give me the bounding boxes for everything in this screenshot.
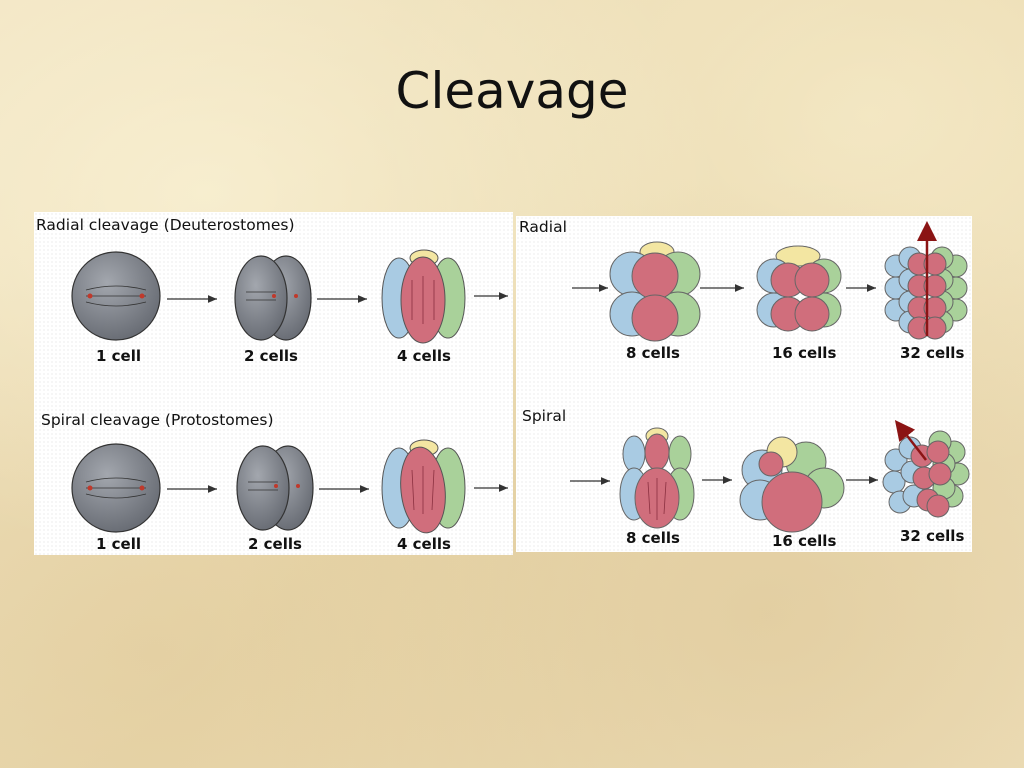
radial-1-cell-zygote	[72, 252, 160, 340]
spiral-2-cell-embryo	[237, 446, 313, 530]
radial-8-cell-embryo	[610, 242, 700, 341]
spiral-16-cell-embryo	[740, 437, 844, 532]
radial-2-cell-embryo	[235, 256, 311, 340]
spiral-1-cell-zygote	[72, 444, 160, 532]
radial-16-cell-embryo	[757, 246, 841, 331]
slide-title: Cleavage	[0, 62, 1024, 120]
spiral-4-cell-embryo	[382, 440, 465, 535]
radial-4-cell-embryo	[382, 250, 465, 343]
early-cleavage-panel: Radial cleavage (Deuterostomes) Spiral c…	[34, 212, 513, 555]
spiral-8-cell-embryo	[620, 428, 694, 528]
late-cleavage-panel: Radial Spiral 8 cells 16 cells 32 cells …	[516, 216, 972, 552]
spiral-32-cell-embryo	[883, 431, 969, 517]
